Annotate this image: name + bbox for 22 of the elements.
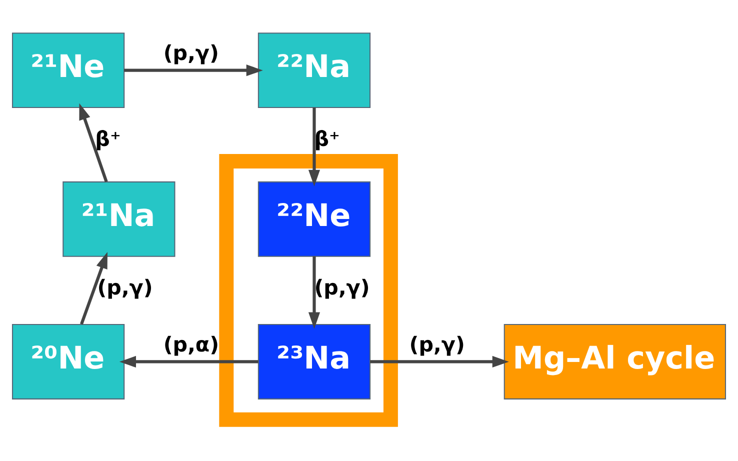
arrow <box>308 256 320 329</box>
edge-label: (p,α) <box>163 332 220 356</box>
node-box: ²³Na <box>258 324 371 400</box>
arrow <box>119 356 258 368</box>
edge-label: (p,γ) <box>163 41 219 65</box>
edge-label: (p,γ) <box>97 276 153 300</box>
edge-label: (p,γ) <box>409 332 465 356</box>
node-box: ²¹Na <box>62 181 176 257</box>
cluster <box>219 154 398 427</box>
arrow <box>124 64 263 76</box>
edge-label: (p,γ) <box>314 276 370 300</box>
edge-label: β⁺ <box>314 126 340 151</box>
arrow <box>370 356 509 368</box>
edge-label: β⁺ <box>95 126 121 151</box>
arrow <box>79 103 108 182</box>
arrow <box>80 252 108 325</box>
node-box: Mg–Al cycle <box>504 324 726 400</box>
node-box: ²¹Ne <box>12 32 125 108</box>
node-box: ²²Ne <box>258 181 371 257</box>
arrow <box>308 108 320 186</box>
node-box: ²⁰Ne <box>12 324 125 400</box>
node-box: ²²Na <box>258 32 371 108</box>
